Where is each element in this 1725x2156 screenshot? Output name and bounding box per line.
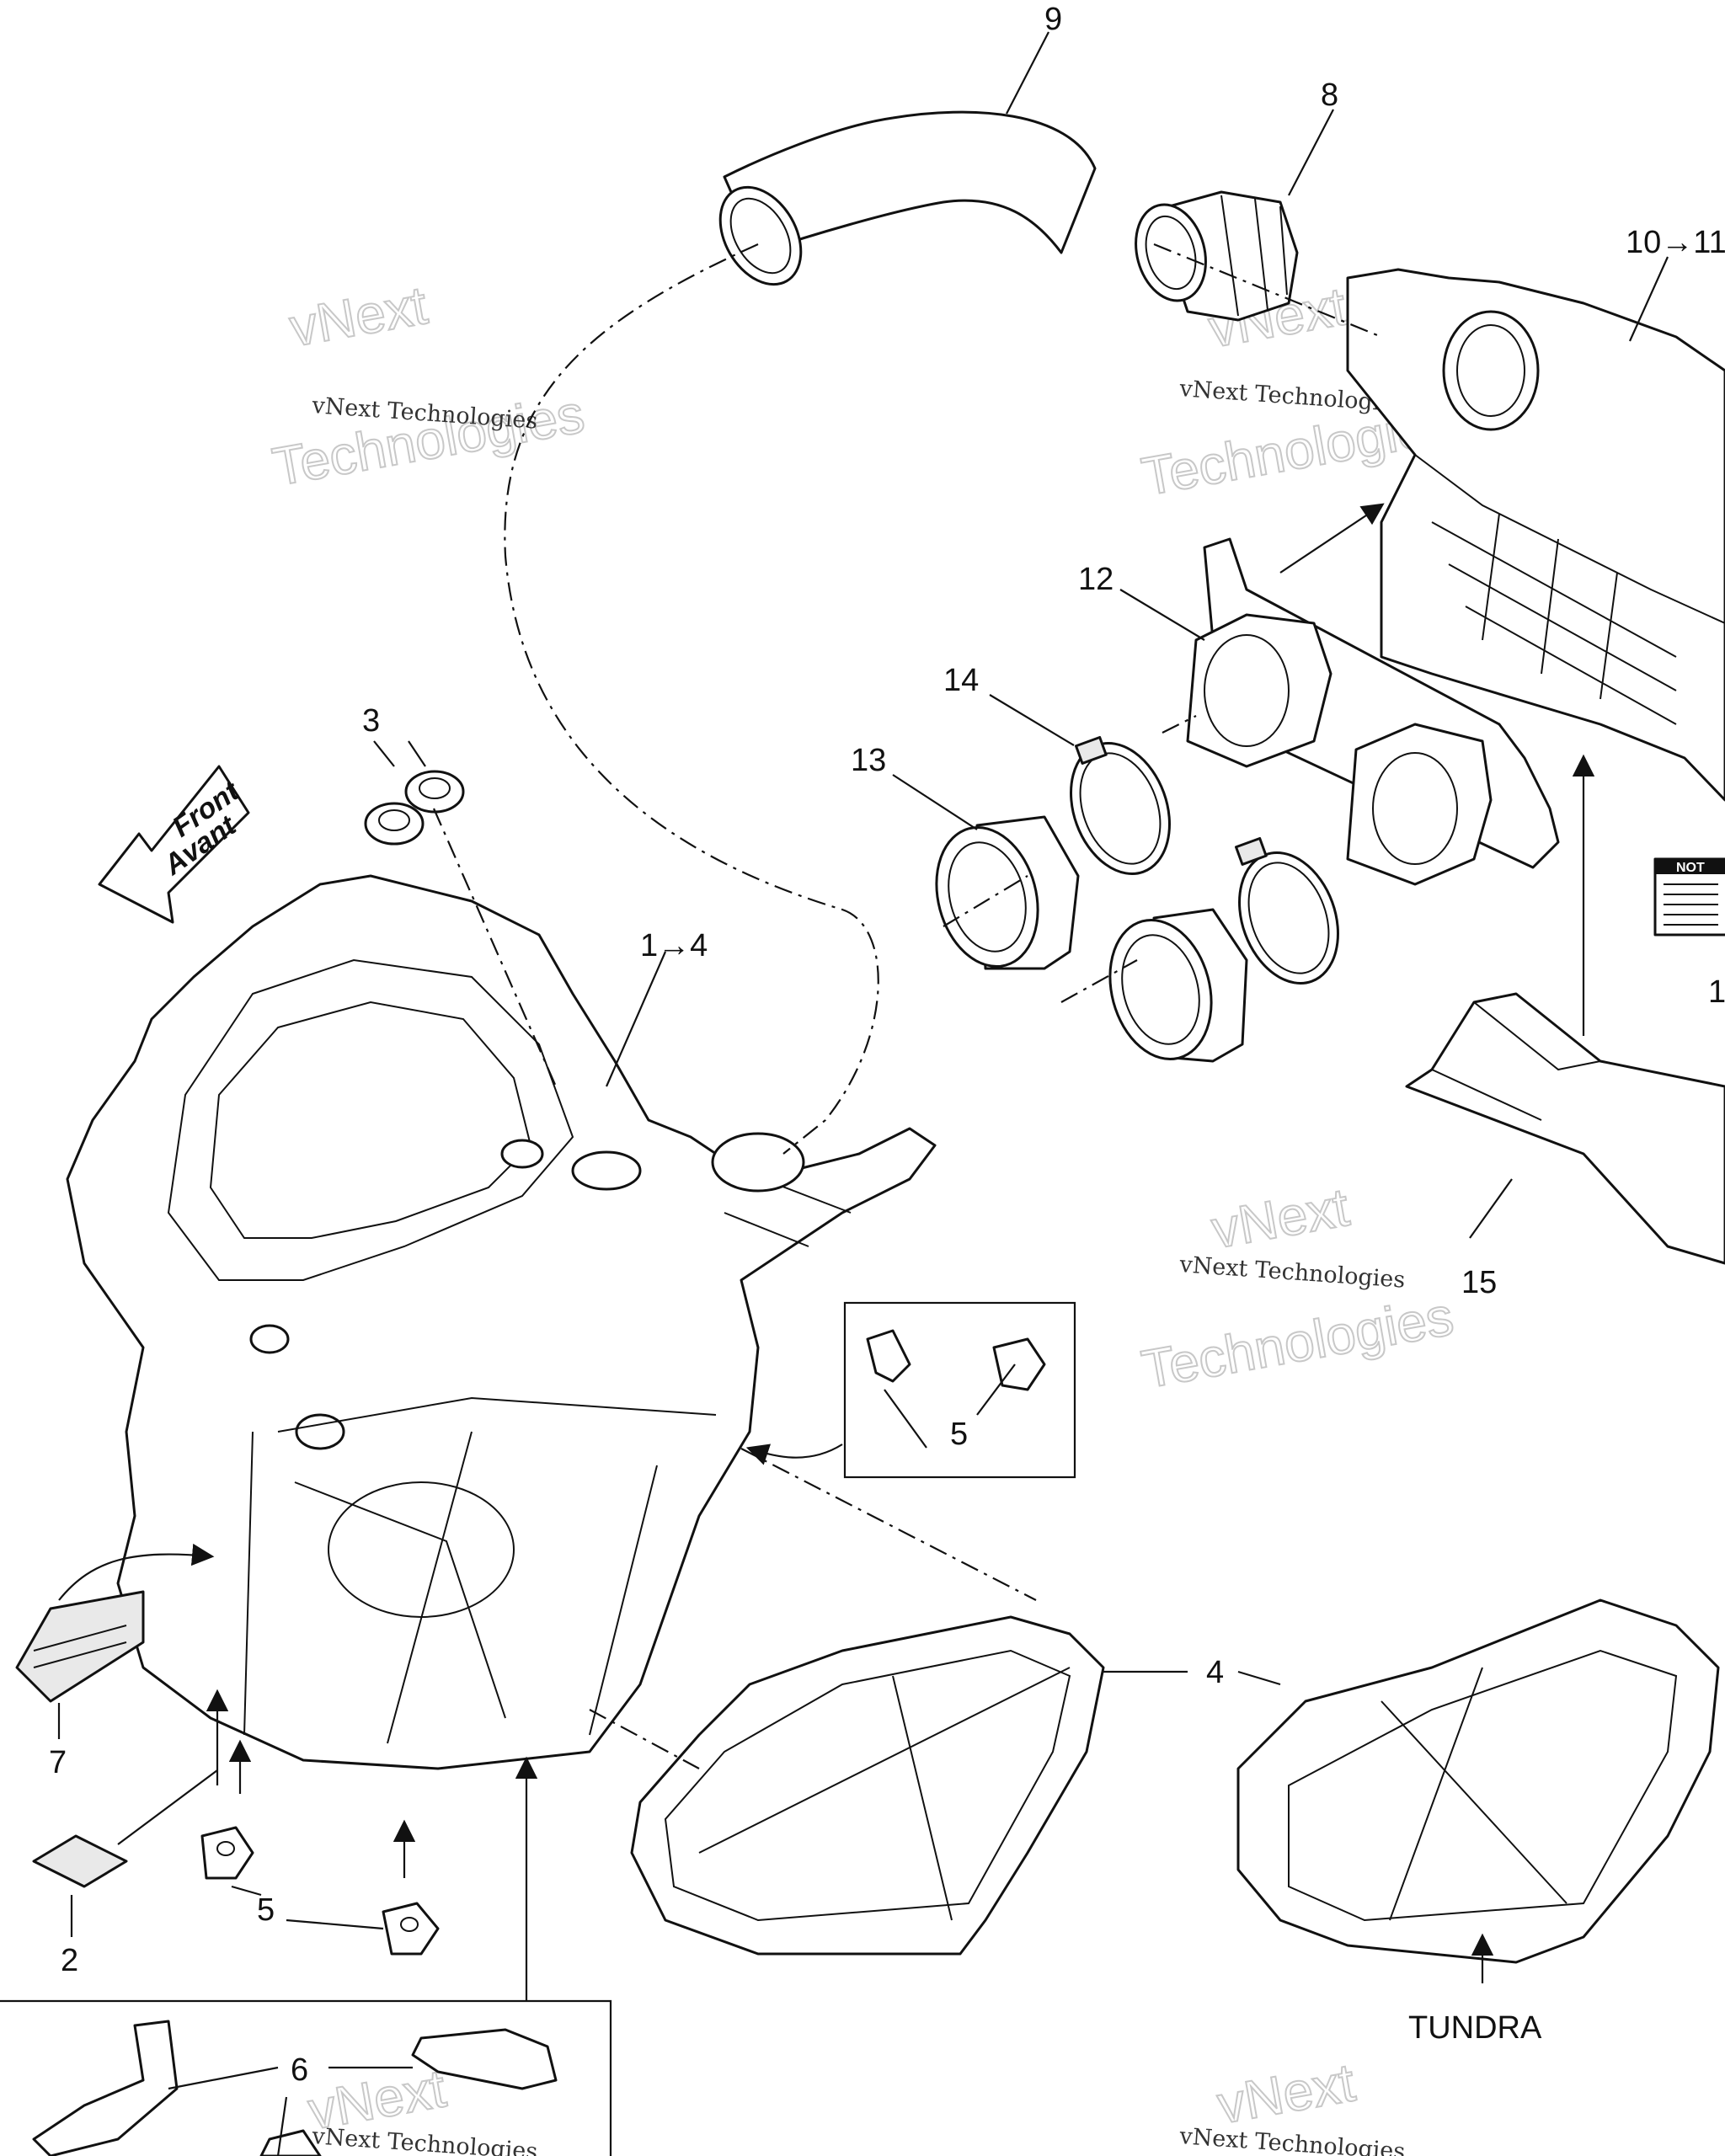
svg-text:vNext Technologies: vNext Technologies	[1178, 1251, 1407, 1294]
callout-13: 13	[851, 743, 886, 778]
notice-label: NOT	[1653, 857, 1725, 937]
part-7-decal	[15, 1590, 145, 1703]
svg-text:vNext: vNext	[286, 275, 432, 358]
callout-10-11: 10→11	[1626, 225, 1725, 260]
part-13-couplers	[935, 815, 1248, 1063]
svg-text:NOT: NOT	[1676, 861, 1705, 875]
callout-14: 14	[943, 663, 979, 698]
callout-5-bottom: 5	[257, 1892, 275, 1928]
callout-9: 9	[1044, 2, 1062, 37]
part-9-hose	[718, 110, 1097, 286]
callout-8: 8	[1321, 77, 1338, 113]
svg-text:vNext Technologies: vNext Technologies	[1178, 2123, 1407, 2156]
part-3-grommets	[364, 770, 465, 846]
part-10-11-intake-housing	[1346, 268, 1725, 802]
callout-3: 3	[362, 703, 380, 739]
part-8-adaptor	[1135, 190, 1299, 322]
watermark-bottom-right: vNext vNext Technologies	[1178, 2051, 1407, 2156]
callout-12: 12	[1078, 562, 1114, 597]
svg-text:vNext: vNext	[1213, 2052, 1359, 2135]
svg-text:vNext: vNext	[1207, 1177, 1354, 1260]
callout-1-edge: 1	[1708, 974, 1725, 1010]
part-12-filter-box	[1186, 537, 1560, 886]
part-15-pad	[1405, 992, 1725, 1265]
leader-lines	[57, 31, 1669, 2156]
part-14-clamps	[1070, 735, 1339, 985]
callout-5-box: 5	[950, 1417, 968, 1452]
callout-2: 2	[61, 1943, 78, 1978]
part-4-filter-center	[630, 1615, 1105, 1956]
front-direction-arrow: Front Avant	[98, 765, 250, 924]
watermark-top-left: vNext Technologies vNext Technologies	[267, 274, 589, 499]
svg-text:Technologies: Technologies	[1137, 1285, 1457, 1400]
svg-text:vNext Technologies: vNext Technologies	[311, 2123, 539, 2156]
part-4-filter-tundra	[1236, 1598, 1720, 1964]
tundra-label: TUNDRA	[1408, 2010, 1542, 2046]
callout-7: 7	[49, 1745, 67, 1780]
callout-1-4: 1→4	[640, 928, 708, 963]
callout-15: 15	[1461, 1265, 1497, 1300]
part-5-clips-bottom	[200, 1826, 440, 1956]
callouts: 9 8 10→11 12 14 13 3 1→4 1 5 15 4 7 2 5 …	[49, 2, 1725, 2088]
box-part-6-brackets	[0, 1999, 612, 2156]
callout-6: 6	[291, 2052, 308, 2088]
callout-4: 4	[1206, 1655, 1224, 1690]
assembly-lines	[432, 243, 1382, 1769]
part-1-4-airbox	[66, 874, 937, 1770]
part-2-pad	[32, 1834, 128, 1888]
watermark-mid-right: vNext Technologies vNext Technologies	[1136, 1176, 1458, 1401]
